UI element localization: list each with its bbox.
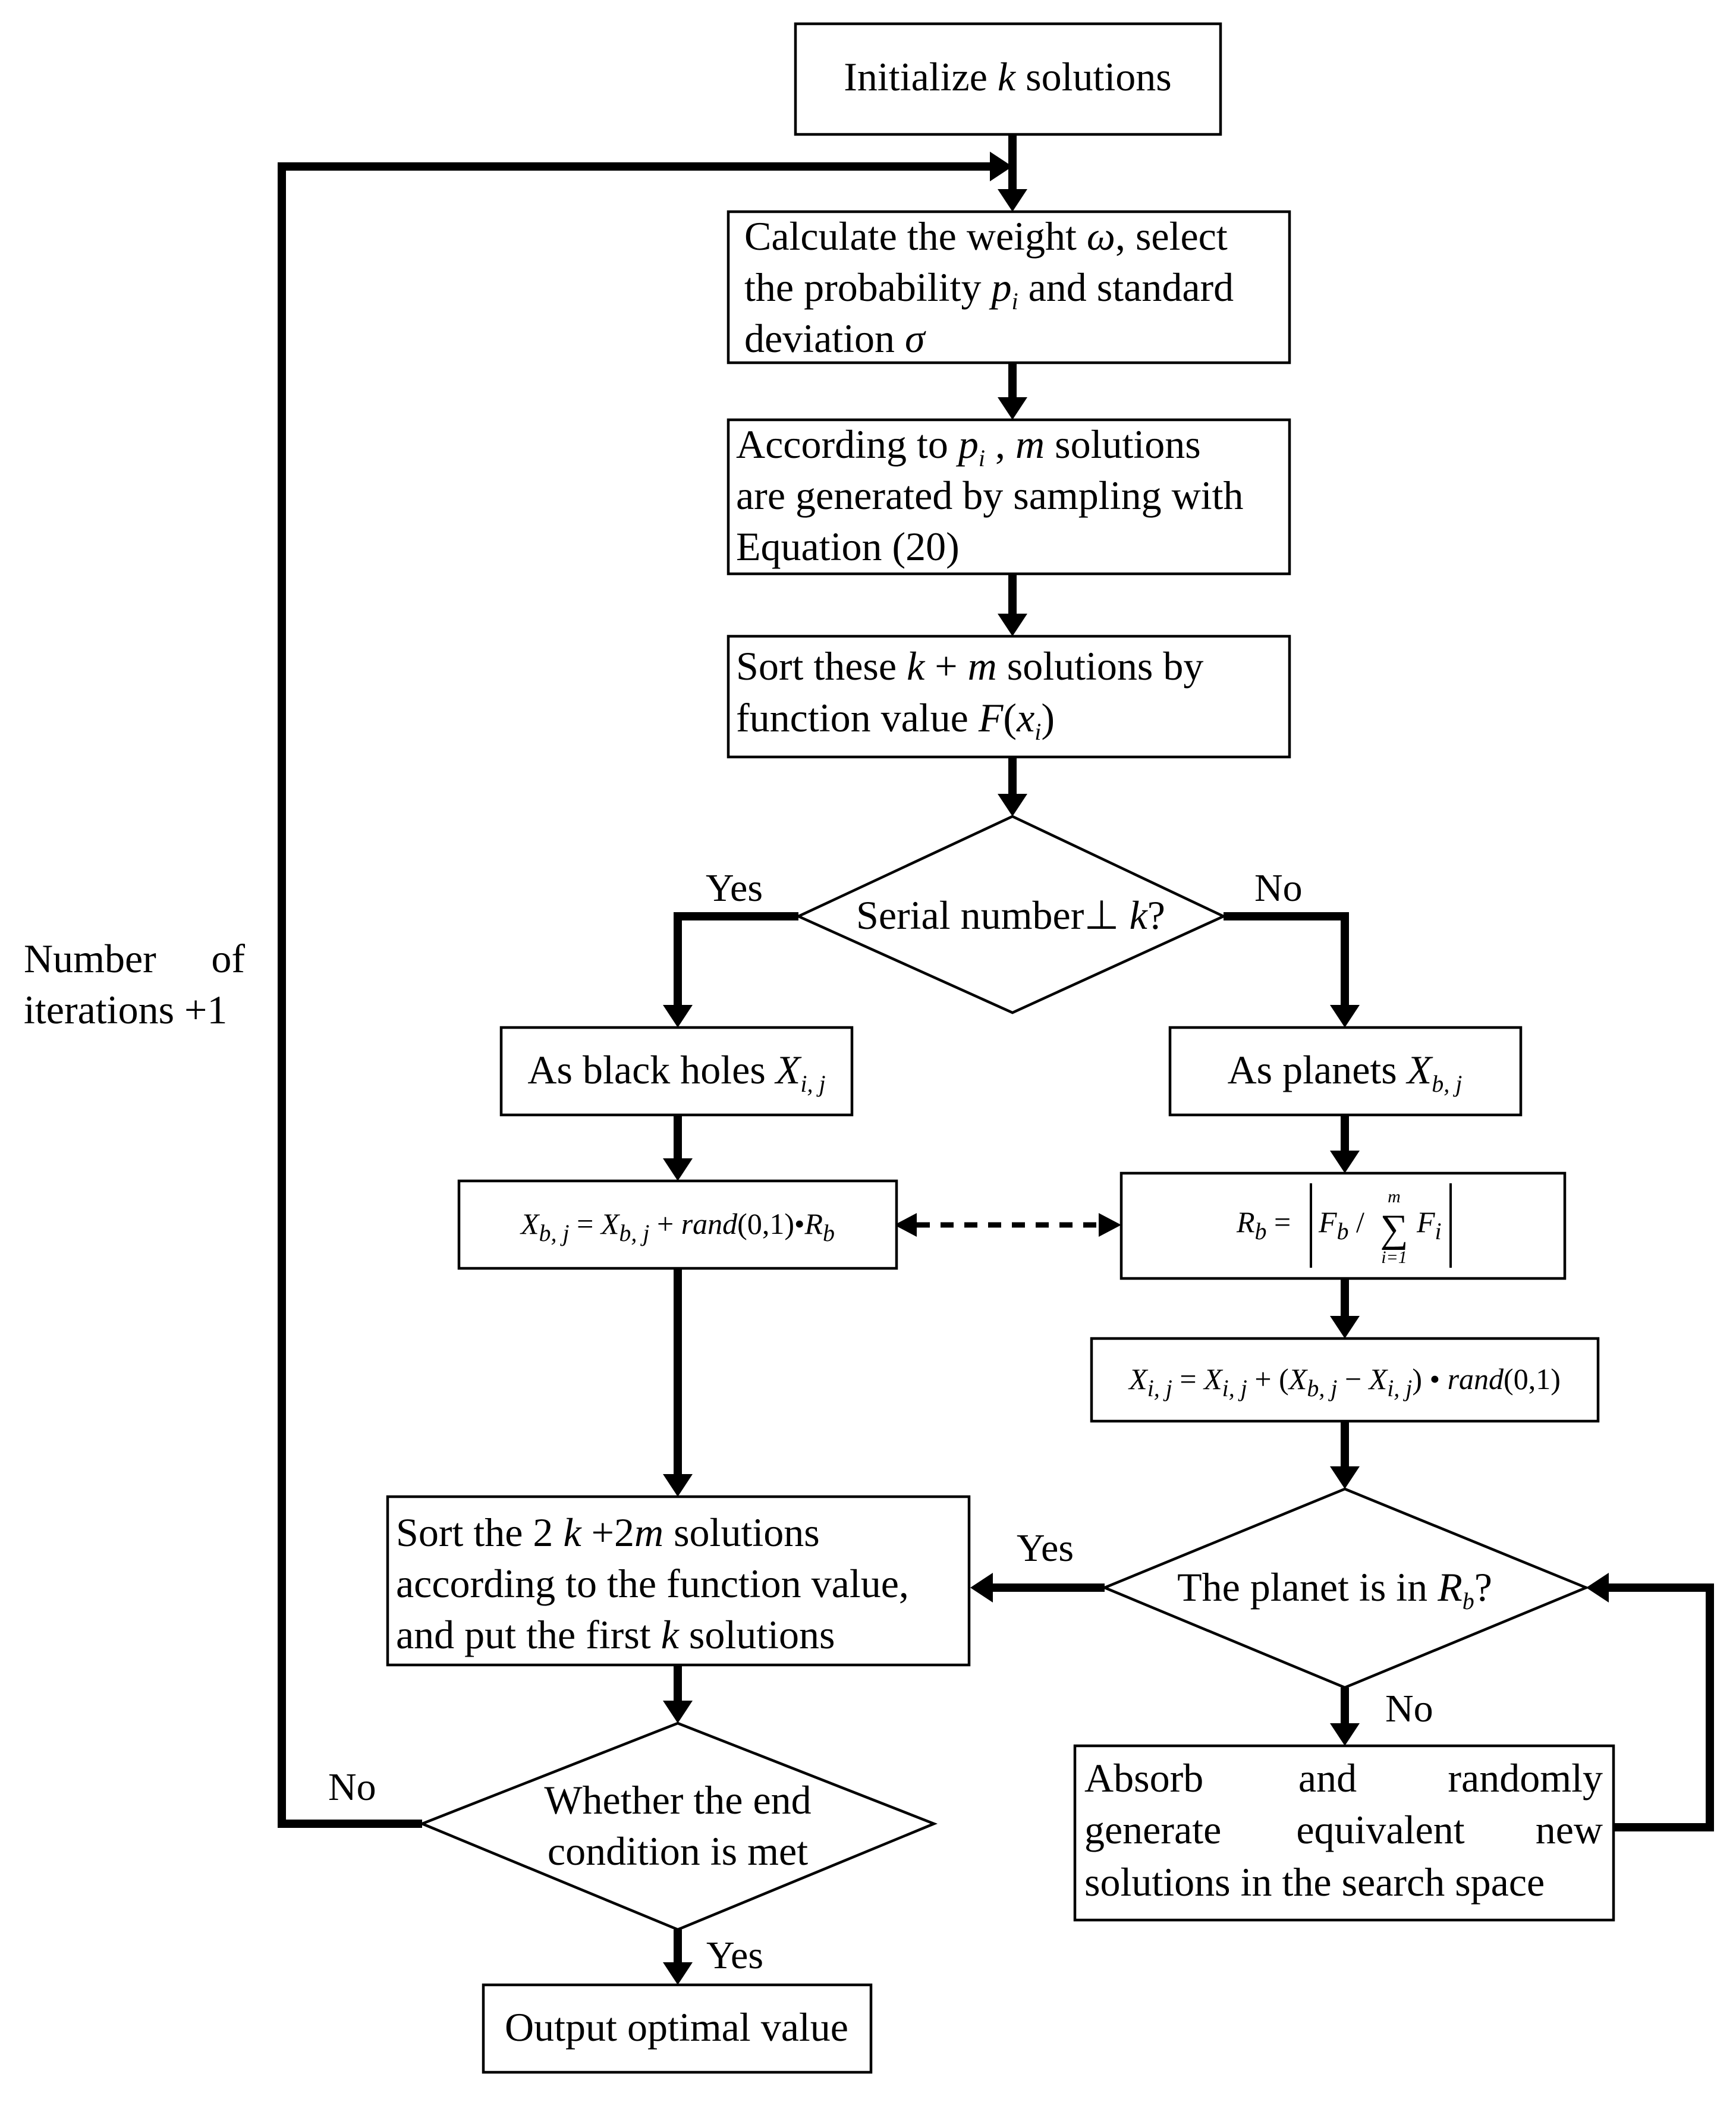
decision-end-condition: Whether the end condition is met	[418, 1721, 938, 1931]
edge-absorb-loop	[1609, 1583, 1714, 1831]
svg-text:i=1: i=1	[1381, 1248, 1407, 1267]
svg-text:The planet is in Rb?: The planet is in Rb?	[1177, 1564, 1492, 1614]
arrowhead	[998, 614, 1027, 636]
edge-end-no-loop	[278, 162, 990, 1828]
arrowhead	[1586, 1573, 1609, 1603]
arrowhead	[1330, 1151, 1360, 1173]
svg-text:Absorb: Absorb	[1084, 1755, 1203, 1801]
label-loop-number: Number	[24, 936, 156, 981]
svg-text:condition is met: condition is met	[548, 1828, 808, 1874]
svg-text:function value F(xi): function value F(xi)	[736, 695, 1055, 745]
svg-text:Fi: Fi	[1416, 1205, 1442, 1245]
label-loop-iterations: iterations +1	[24, 987, 227, 1032]
node-black-holes: As black holes Xi, j	[499, 1026, 854, 1117]
label-inrb-yes: Yes	[1017, 1526, 1074, 1570]
arrowhead	[663, 1474, 693, 1497]
svg-text:Xb, j = Xb, j + rand(0,1)•Rb: Xb, j = Xb, j + rand(0,1)•Rb	[520, 1207, 835, 1246]
arrowhead	[663, 1701, 693, 1723]
label-serial-yes: Yes	[706, 866, 763, 910]
arrowhead	[1330, 1316, 1360, 1339]
svg-text:solutions in the search space: solutions in the search space	[1084, 1859, 1545, 1905]
node-initialize-label: Initialize k solutions	[844, 54, 1171, 99]
svg-text:Equation (20): Equation (20)	[736, 524, 960, 569]
svg-text:m: m	[1388, 1187, 1401, 1206]
svg-text:randomly: randomly	[1448, 1755, 1603, 1801]
node-equation-rb: Rb = Fb / m ∑ i=1 Fi	[1119, 1171, 1567, 1280]
svg-text:Serial number⊥ k?: Serial number⊥ k?	[856, 893, 1165, 938]
node-equation-x-update: Xb, j = Xb, j + rand(0,1)•Rb	[457, 1179, 898, 1270]
svg-text:According to pi , m solutions: According to pi , m solutions	[736, 422, 1201, 472]
label-inrb-no: No	[1385, 1687, 1433, 1730]
svg-text:Calculate the weight ω, select: Calculate the weight ω, select	[744, 213, 1228, 259]
node-output-optimal: Output optimal value	[482, 1983, 873, 2074]
svg-text:deviation σ: deviation σ	[744, 316, 926, 361]
edge-serial-yes	[674, 912, 798, 1005]
svg-text:As black holes Xi, j: As black holes Xi, j	[527, 1047, 825, 1097]
svg-text:the probability pi and standar: the probability pi and standard	[744, 265, 1234, 315]
edge-labels: Yes No Yes No Yes No Number of iteration…	[24, 866, 1433, 1977]
node-equation-position-update: Xi, j = Xi, j + (Xb, j − Xi, j) • rand(0…	[1090, 1337, 1600, 1423]
arrowhead	[998, 794, 1027, 816]
edge-serial-no	[1224, 912, 1349, 1005]
label-end-yes: Yes	[706, 1934, 763, 1977]
arrowhead	[990, 152, 1012, 181]
node-calculate-weight: Calculate the weight ω, select the proba…	[727, 210, 1291, 365]
label-loop-of: of	[211, 936, 245, 981]
svg-text:Output optimal value: Output optimal value	[505, 2004, 848, 2050]
svg-text:and: and	[1298, 1755, 1357, 1801]
node-sort-km: Sort these k + m solutions by function v…	[727, 634, 1291, 759]
node-generate-solutions: According to pi , m solutions are genera…	[727, 418, 1291, 576]
svg-text:are generated by sampling with: are generated by sampling with	[736, 473, 1244, 518]
svg-text:Fb /: Fb /	[1318, 1205, 1364, 1245]
arrowhead	[1099, 1213, 1121, 1237]
node-initialize: Initialize k solutions	[794, 22, 1222, 136]
arrowhead	[1330, 1723, 1360, 1746]
node-planets: As planets Xb, j	[1168, 1026, 1523, 1117]
decision-serial-number: Serial number⊥ k?	[795, 815, 1227, 1014]
svg-text:∑: ∑	[1380, 1207, 1408, 1250]
arrowhead	[663, 1005, 693, 1028]
arrowhead	[1330, 1466, 1360, 1489]
label-end-no: No	[328, 1765, 376, 1809]
svg-text:equivalent: equivalent	[1296, 1807, 1464, 1852]
svg-text:new: new	[1536, 1807, 1603, 1852]
svg-text:As planets Xb, j: As planets Xb, j	[1228, 1047, 1463, 1097]
svg-text:according to the function valu: according to the function value,	[396, 1561, 909, 1606]
node-sort-2k2m: Sort the 2 k +2m solutions according to …	[386, 1495, 971, 1667]
arrowhead	[998, 189, 1027, 212]
svg-text:Whether the end: Whether the end	[544, 1777, 811, 1823]
arrowhead	[1330, 1005, 1360, 1028]
edges	[278, 134, 1714, 1985]
decision-planet-in-rb: The planet is in Rb?	[1101, 1487, 1590, 1689]
svg-text:and put the first k solutions: and put the first k solutions	[396, 1612, 835, 1657]
svg-text:Rb =: Rb =	[1236, 1205, 1291, 1245]
svg-text:Xi, j = Xi, j + (Xb, j − Xi, j: Xi, j = Xi, j + (Xb, j − Xi, j) • rand(0…	[1128, 1362, 1561, 1402]
arrowhead	[894, 1213, 917, 1237]
svg-text:Sort the 2 k +2m soluti: Sort the 2 k +2m solutions	[396, 1510, 820, 1555]
arrowhead	[663, 1962, 693, 1985]
label-serial-no: No	[1254, 866, 1303, 910]
arrowhead	[970, 1573, 993, 1603]
svg-text:Sort these k + m solutions by: Sort these k + m solutions by	[736, 643, 1203, 689]
svg-text:generate: generate	[1084, 1807, 1221, 1852]
arrowhead	[998, 397, 1027, 420]
node-absorb: Absorb and randomly generate equivalent …	[1073, 1744, 1615, 1922]
arrowhead	[663, 1158, 693, 1181]
